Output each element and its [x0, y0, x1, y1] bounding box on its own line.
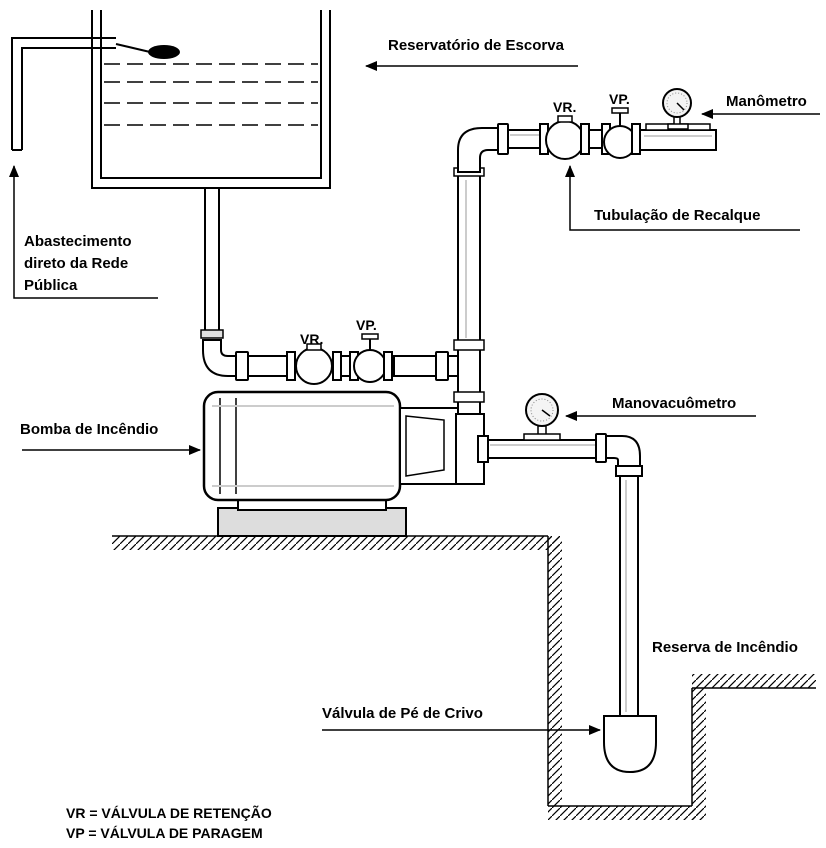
label-manovacuometro: Manovacuômetro	[612, 395, 736, 412]
float-arm	[115, 43, 151, 53]
ground-hatch-right	[692, 674, 816, 688]
reservoir-wall-outer	[91, 10, 331, 189]
arrow-abastecimento	[9, 165, 158, 299]
pit-wall-right-hatch	[692, 688, 706, 820]
label-top-vp: VP.	[609, 91, 630, 107]
float-ball	[148, 45, 180, 59]
pipe-elbow	[457, 127, 503, 173]
label-mid-vr: VR.	[300, 331, 323, 347]
label-abastecimento: Abastecimento	[24, 233, 132, 250]
supply-pipe	[21, 47, 116, 150]
pipe-elbow	[202, 339, 241, 377]
priming-down-pipe	[200, 187, 224, 339]
supply-pipe	[11, 37, 116, 150]
check-valve-top	[539, 115, 590, 160]
pressure-gauge	[662, 88, 692, 130]
label-mid-vp: VP.	[356, 317, 377, 333]
suction-line	[477, 433, 657, 774]
gate-valve-mid	[349, 333, 393, 383]
pit-floor-hatch	[548, 806, 698, 820]
vacuum-gauge	[523, 393, 561, 441]
label-reserva-incendio: Reserva de Incêndio	[652, 639, 798, 656]
label-abastecimento: Pública	[24, 277, 78, 294]
legend-line-vp: VP = VÁLVULA DE PARAGEM	[66, 825, 263, 841]
arrows	[9, 61, 820, 735]
label-abastecimento: direto da Rede	[24, 255, 128, 272]
discharge-riser	[453, 127, 503, 421]
label-top-vr: VR.	[553, 99, 576, 115]
fire-pump	[202, 390, 485, 537]
ground	[112, 535, 816, 820]
pump-volute	[405, 415, 445, 477]
label-tubulacao-recalque: Tubulação de Recalque	[594, 207, 760, 224]
pipe-coupling	[453, 339, 485, 351]
labels: Reservatório de Escorva Manômetro Tubula…	[20, 37, 807, 841]
arrow-tubulacao	[565, 165, 800, 231]
pipe-coupling	[453, 391, 485, 403]
pit-wall-left-hatch	[548, 536, 562, 806]
pipe-elbow	[605, 435, 641, 469]
label-reservatorio-escorva: Reservatório de Escorva	[388, 37, 565, 54]
priming-reservoir	[11, 10, 331, 189]
label-valvula-pe-crivo: Válvula de Pé de Crivo	[322, 705, 483, 722]
label-manometro: Manômetro	[726, 93, 807, 110]
pipe-coupling	[200, 329, 224, 339]
legend-line-vr: VR = VÁLVULA DE RETENÇÃO	[66, 804, 272, 821]
ground-hatch-top	[112, 536, 560, 550]
label-bomba-incendio: Bomba de Incêndio	[20, 421, 158, 438]
gate-valve-top	[601, 107, 641, 159]
reservoir-wall-inner	[100, 10, 322, 179]
pump-base	[217, 507, 407, 537]
pump-motor	[202, 390, 402, 502]
check-valve-mid	[286, 343, 342, 385]
foot-valve	[603, 715, 657, 774]
